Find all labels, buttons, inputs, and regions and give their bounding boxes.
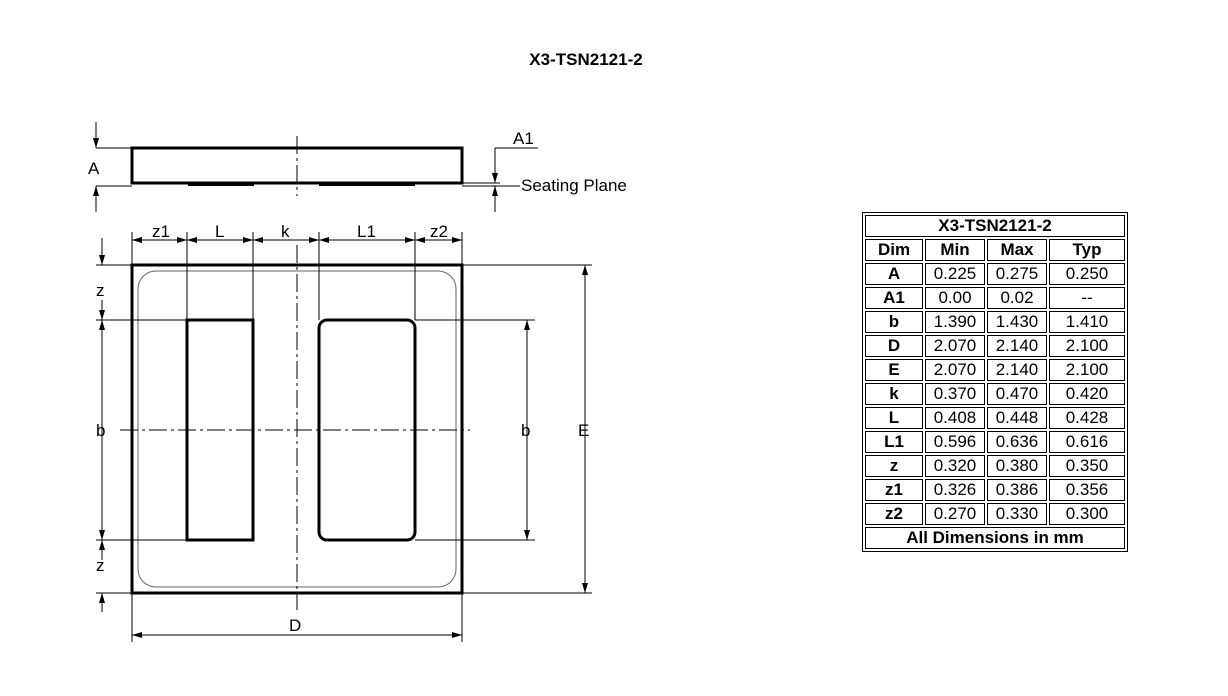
side-view-pad-right [319, 183, 415, 186]
table-row: z1 0.326 0.386 0.356 [865, 479, 1125, 501]
cell-min: 0.225 [925, 263, 985, 285]
cell-min: 2.070 [925, 359, 985, 381]
cell-typ: 0.300 [1049, 503, 1125, 525]
table-title: X3-TSN2121-2 [865, 215, 1125, 237]
cell-min: 0.320 [925, 455, 985, 477]
dimensions-table: X3-TSN2121-2 Dim Min Max Typ A 0.225 0.2… [862, 212, 1128, 552]
cell-max: 2.140 [987, 359, 1047, 381]
table-row: z 0.320 0.380 0.350 [865, 455, 1125, 477]
cell-min: 0.00 [925, 287, 985, 309]
cell-max: 0.380 [987, 455, 1047, 477]
table-row: z2 0.270 0.330 0.300 [865, 503, 1125, 525]
table-row: L1 0.596 0.636 0.616 [865, 431, 1125, 453]
cell-max: 0.636 [987, 431, 1047, 453]
cell-typ: 0.616 [1049, 431, 1125, 453]
cell-typ: -- [1049, 287, 1125, 309]
top-view: z1 L k L1 z2 z b z b E D [96, 222, 592, 642]
label-l1: L1 [357, 222, 376, 241]
table-header-row: Dim Min Max Typ [865, 239, 1125, 261]
cell-max: 0.02 [987, 287, 1047, 309]
cell-typ: 0.350 [1049, 455, 1125, 477]
label-a1: A1 [513, 129, 534, 148]
cell-dim: L1 [865, 431, 923, 453]
table-footer: All Dimensions in mm [865, 527, 1125, 549]
cell-min: 0.326 [925, 479, 985, 501]
cell-max: 1.430 [987, 311, 1047, 333]
label-seating-plane: Seating Plane [521, 176, 627, 195]
cell-dim: E [865, 359, 923, 381]
package-drawing: A A1 Seating Plane [88, 122, 627, 642]
cell-min: 0.270 [925, 503, 985, 525]
page-title: X3-TSN2121-2 [529, 50, 643, 69]
cell-max: 2.140 [987, 335, 1047, 357]
table-row: A 0.225 0.275 0.250 [865, 263, 1125, 285]
label-z2: z2 [430, 222, 448, 241]
label-b-left: b [96, 421, 105, 440]
table-header-min: Min [925, 239, 985, 261]
cell-typ: 2.100 [1049, 335, 1125, 357]
cell-dim: z2 [865, 503, 923, 525]
label-k: k [281, 222, 290, 241]
label-b-right: b [521, 421, 530, 440]
cell-typ: 0.250 [1049, 263, 1125, 285]
cell-max: 0.448 [987, 407, 1047, 429]
cell-dim: b [865, 311, 923, 333]
label-a: A [88, 159, 100, 178]
side-view-pad-left [188, 183, 254, 186]
table-row: L 0.408 0.448 0.428 [865, 407, 1125, 429]
cell-typ: 0.356 [1049, 479, 1125, 501]
cell-min: 2.070 [925, 335, 985, 357]
cell-max: 0.386 [987, 479, 1047, 501]
cell-dim: z [865, 455, 923, 477]
cell-dim: A1 [865, 287, 923, 309]
cell-dim: L [865, 407, 923, 429]
label-e: E [578, 421, 589, 440]
cell-min: 1.390 [925, 311, 985, 333]
table-row: A1 0.00 0.02 -- [865, 287, 1125, 309]
cell-max: 0.470 [987, 383, 1047, 405]
cell-typ: 1.410 [1049, 311, 1125, 333]
cell-min: 0.596 [925, 431, 985, 453]
side-view: A A1 Seating Plane [88, 122, 627, 212]
table-header-dim: Dim [865, 239, 923, 261]
label-z-bottom: z [96, 556, 105, 575]
cell-dim: D [865, 335, 923, 357]
cell-dim: z1 [865, 479, 923, 501]
table-row: D 2.070 2.140 2.100 [865, 335, 1125, 357]
cell-max: 0.330 [987, 503, 1047, 525]
cell-typ: 0.428 [1049, 407, 1125, 429]
cell-typ: 0.420 [1049, 383, 1125, 405]
label-l: L [215, 222, 224, 241]
cell-dim: k [865, 383, 923, 405]
label-z1: z1 [152, 222, 170, 241]
label-d: D [289, 616, 301, 635]
table-row: E 2.070 2.140 2.100 [865, 359, 1125, 381]
table-header-max: Max [987, 239, 1047, 261]
table-row: b 1.390 1.430 1.410 [865, 311, 1125, 333]
cell-min: 0.408 [925, 407, 985, 429]
cell-dim: A [865, 263, 923, 285]
cell-typ: 2.100 [1049, 359, 1125, 381]
cell-max: 0.275 [987, 263, 1047, 285]
table-row: k 0.370 0.470 0.420 [865, 383, 1125, 405]
label-z-top: z [96, 281, 105, 300]
table-header-typ: Typ [1049, 239, 1125, 261]
cell-min: 0.370 [925, 383, 985, 405]
